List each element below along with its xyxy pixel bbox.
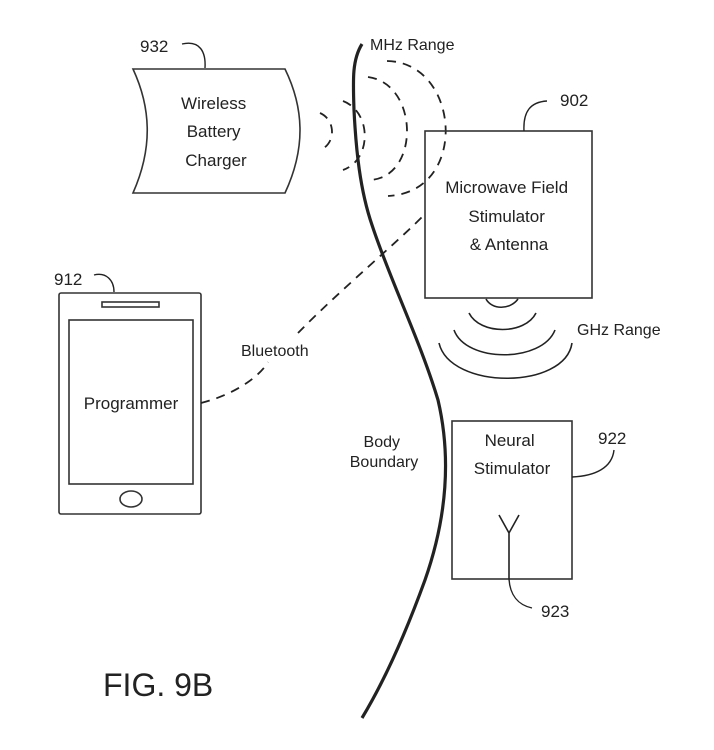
neural-stimulator: Neural Stimulator 922 923 — [451, 420, 626, 621]
ref-922: 922 — [598, 429, 626, 448]
figure-caption: FIG. 9B — [103, 667, 213, 703]
bluetooth-link — [200, 213, 426, 404]
ref-912: 912 — [54, 270, 82, 289]
neural-stimulator-box — [451, 420, 573, 580]
leader-922 — [571, 449, 615, 478]
leader-912 — [93, 273, 115, 293]
antenna-icon — [498, 514, 520, 579]
mhz-arc-1 — [319, 112, 333, 151]
bluetooth-label: Bluetooth — [241, 343, 309, 360]
microwave-stimulator-box — [424, 130, 593, 299]
ghz-arc-2 — [468, 312, 537, 331]
programmer-label: Programmer — [84, 394, 179, 413]
phone-body — [58, 292, 202, 515]
ref-902: 902 — [560, 91, 588, 110]
ghz-arc-1 — [485, 298, 519, 309]
ghz-arc-3 — [453, 329, 556, 356]
phone-home-button-icon — [119, 490, 143, 508]
body-boundary-line — [351, 43, 448, 719]
wireless-charger-label: Wireless Battery Charger — [181, 94, 251, 170]
leader-923 — [508, 578, 533, 609]
wireless-charger: Wireless Battery Charger 932 — [131, 37, 301, 194]
mhz-waves: MHz Range — [319, 37, 455, 197]
phone-screen — [68, 319, 194, 485]
programmer-device: Programmer 912 — [54, 270, 202, 515]
ref-923: 923 — [541, 602, 569, 621]
ghz-range-label: GHz Range — [577, 322, 661, 339]
leader-902 — [523, 100, 548, 132]
ghz-waves: GHz Range — [438, 298, 661, 379]
mhz-arc-4 — [386, 60, 447, 197]
microwave-stimulator: Microwave Field Stimulator & Antenna 902 — [424, 91, 593, 299]
ghz-arc-4 — [438, 342, 573, 379]
wireless-charger-shape — [131, 68, 301, 194]
leader-932 — [181, 42, 206, 69]
phone-speaker — [101, 301, 160, 308]
neural-stimulator-label: Neural Stimulator — [474, 431, 551, 478]
mhz-range-label: MHz Range — [370, 37, 455, 54]
ref-932: 932 — [140, 37, 168, 56]
mhz-arc-3 — [367, 76, 408, 181]
body-boundary-label: Body Boundary — [350, 434, 419, 471]
microwave-stimulator-label: Microwave Field Stimulator & Antenna — [445, 178, 573, 254]
